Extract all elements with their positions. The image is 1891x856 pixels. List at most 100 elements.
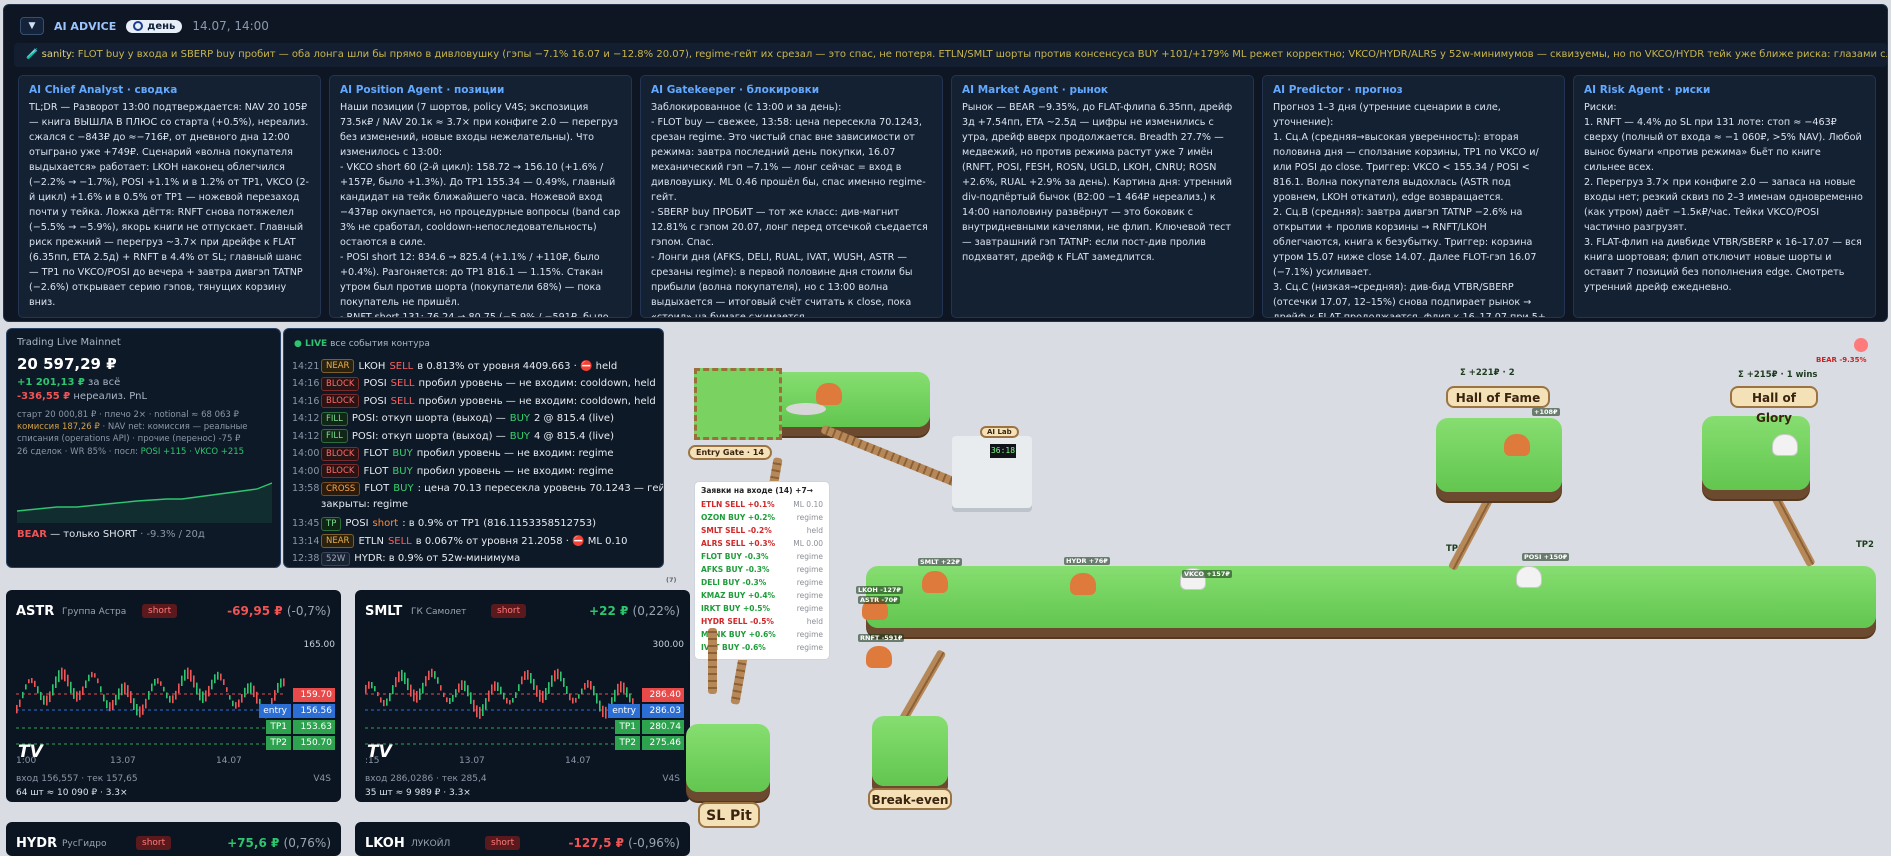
event-row[interactable]: закрыты: regime bbox=[292, 499, 408, 510]
sl-pit-sign: SL Pit bbox=[698, 802, 760, 828]
candle bbox=[148, 691, 150, 700]
ticker: HYDR bbox=[16, 836, 58, 851]
candle bbox=[163, 686, 165, 692]
event-action: SELL bbox=[387, 535, 412, 547]
event-action: BUY bbox=[509, 413, 531, 424]
ticker: ASTR bbox=[16, 604, 55, 619]
event-detail: : цена 70.13 пересекла уровень 70.1243 —… bbox=[417, 483, 664, 494]
entry-line: вход 286,0286 · тек 285,4 bbox=[365, 774, 487, 784]
candle bbox=[76, 691, 78, 702]
candle bbox=[410, 684, 412, 697]
agent-title: AI Market Agent · рынок bbox=[962, 84, 1109, 96]
candle bbox=[283, 678, 285, 687]
candle bbox=[428, 670, 430, 681]
candle bbox=[479, 706, 481, 719]
candle bbox=[617, 683, 619, 696]
candle bbox=[88, 674, 90, 682]
event-time: 14:00 bbox=[292, 448, 320, 459]
candle bbox=[181, 675, 183, 686]
smlt-creature[interactable] bbox=[922, 571, 948, 593]
event-tag: TP bbox=[321, 516, 342, 531]
order-row[interactable]: IRKT BUY +0.5%regime bbox=[701, 602, 823, 615]
candle bbox=[220, 673, 222, 681]
candle bbox=[458, 683, 460, 693]
hall-of-glory-stat: Σ +215₽ · 1 wins bbox=[1738, 370, 1818, 380]
date-tick: 13.07 bbox=[110, 756, 136, 766]
level-price: 286.40 bbox=[642, 688, 684, 702]
event-prefix: LKOH bbox=[358, 360, 386, 372]
order-row[interactable]: ALRS SELL +0.3%ML 0.00 bbox=[701, 537, 823, 550]
clock-icon bbox=[133, 21, 144, 31]
rnft-creature[interactable] bbox=[866, 646, 892, 668]
event-time: 13:45 bbox=[292, 518, 320, 529]
agent-title: AI Position Agent · позиции bbox=[340, 84, 505, 96]
entry-creature[interactable] bbox=[816, 383, 842, 405]
order-row[interactable]: SMLT SELL -0.2%held bbox=[701, 524, 823, 537]
period-selector[interactable]: день bbox=[126, 19, 183, 33]
event-action: BUY bbox=[392, 448, 413, 459]
pnl-value: +22 ₽ bbox=[589, 604, 629, 618]
entry-gate-sign: Entry Gate · 14 bbox=[688, 445, 772, 460]
posi-creature[interactable] bbox=[1516, 566, 1542, 588]
regime-stats: · -9.3% / 20д bbox=[140, 529, 205, 540]
candle bbox=[461, 680, 463, 690]
agent-text: Рынок — BEAR −9.35%, до FLAT-флипа 6.35п… bbox=[962, 102, 1233, 263]
nav-value: 20 597,29 ₽ bbox=[17, 355, 117, 373]
order-row[interactable]: HYDR SELL -0.5%held bbox=[701, 615, 823, 628]
hydr-creature[interactable] bbox=[1070, 573, 1096, 595]
order-row[interactable]: FLOT BUY -0.3%regime bbox=[701, 550, 823, 563]
deals-line: 26 сделок · WR 85% · посл: POSI +115 · V… bbox=[17, 447, 244, 457]
agent-title: AI Gatekeeper · блокировки bbox=[651, 84, 820, 96]
regime-text: — только SHORT bbox=[50, 529, 137, 540]
hall-of-glory-sign: Hall of Glory bbox=[1730, 386, 1818, 425]
candle bbox=[590, 681, 592, 690]
order-row[interactable]: DELI BUY -0.3%regime bbox=[701, 576, 823, 589]
bear-marker-icon[interactable] bbox=[1854, 338, 1868, 352]
fame-creature[interactable] bbox=[1504, 434, 1530, 456]
order-row[interactable]: IVAT BUY -0.6%regime bbox=[701, 641, 823, 654]
candle bbox=[626, 687, 628, 698]
candle bbox=[377, 692, 379, 697]
price-chart[interactable] bbox=[355, 632, 690, 762]
candle bbox=[572, 697, 574, 704]
order-ticker: KMAZ BUY +0.4% bbox=[701, 591, 776, 600]
order-row[interactable]: AFKS BUY -0.3%regime bbox=[701, 563, 823, 576]
price-chart[interactable] bbox=[6, 632, 341, 762]
level-price: 150.70 bbox=[293, 736, 335, 750]
candle bbox=[524, 671, 526, 680]
candle bbox=[464, 680, 466, 692]
candle bbox=[602, 705, 604, 718]
event-detail: пробил уровень — не входим: cooldown, he… bbox=[418, 395, 656, 407]
candle bbox=[365, 684, 367, 694]
order-row[interactable]: KMAZ BUY +0.4%regime bbox=[701, 589, 823, 602]
order-row[interactable]: OZON BUY +0.2%regime bbox=[701, 511, 823, 524]
candle bbox=[614, 689, 616, 702]
glory-creature[interactable] bbox=[1772, 434, 1798, 456]
policy-label: V4S bbox=[662, 774, 680, 784]
fee-note: · NAV net: комиссия — реальные списания … bbox=[17, 422, 248, 444]
live-label: LIVE bbox=[305, 339, 328, 349]
order-row[interactable]: MBNK BUY +0.6%regime bbox=[701, 628, 823, 641]
collapse-toggle[interactable]: ▼ bbox=[20, 17, 44, 35]
hall-of-fame-stat: Σ +221₽ · 2 bbox=[1460, 368, 1515, 378]
order-row[interactable]: ETLN SELL +0.1%ML 0.10 bbox=[701, 498, 823, 511]
candle bbox=[632, 698, 634, 707]
pnl-value: -127,5 ₽ bbox=[568, 836, 624, 850]
candle bbox=[133, 698, 135, 710]
candle bbox=[398, 671, 400, 683]
